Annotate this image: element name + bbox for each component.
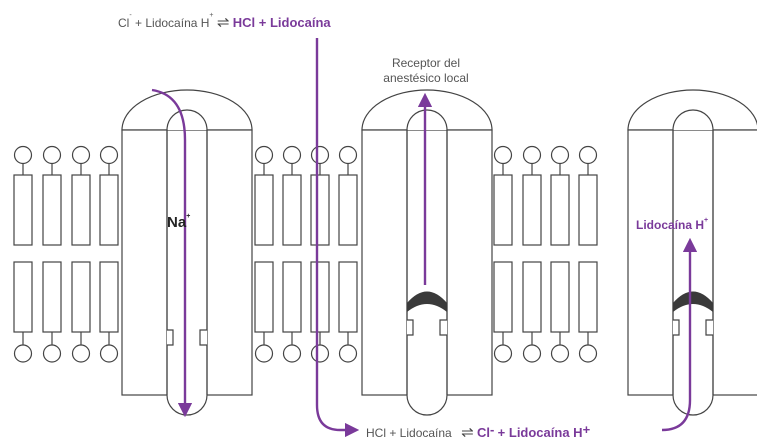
- lipid-head-bottom: [13, 344, 33, 363]
- lipid-head-top: [550, 145, 570, 165]
- lipid-tail-top: [13, 174, 33, 246]
- top-eq-product: HCl + Lidocaína: [232, 15, 331, 30]
- lipid-tail-bottom: [310, 261, 330, 333]
- lipid-head-bottom: [42, 344, 62, 363]
- lipid-tail-bottom: [522, 261, 542, 333]
- lipid-tail-bottom: [13, 261, 33, 333]
- lipid-head-top: [99, 145, 119, 165]
- lidocaine-h-arrow: [661, 237, 698, 432]
- lipid-head-bottom: [550, 344, 570, 363]
- lipid-tail-top: [42, 174, 62, 246]
- lipid-head-top: [13, 145, 33, 165]
- receptor-site-2: [673, 291, 713, 312]
- lipid-head-top: [310, 145, 330, 165]
- lipid-head-top: [282, 145, 302, 165]
- lidocaine-h-label: Lidocaína H+: [636, 217, 709, 232]
- lipid-tail-bottom: [99, 261, 119, 333]
- lipid-tail-top: [99, 174, 119, 246]
- lipid-tail-bottom: [282, 261, 302, 333]
- receptor-label: Receptor del anestésico local: [383, 56, 469, 85]
- lipid-tail-bottom: [254, 261, 274, 333]
- lipid-tail-top: [71, 174, 91, 246]
- lipid-tail-top: [493, 174, 513, 246]
- top-eq-arrow: ⇌: [216, 14, 230, 31]
- lipid-tail-top: [338, 174, 358, 246]
- bottom-equation: HCl + Lidocaína ⇌ Cl- + Lidocaína H+: [366, 422, 591, 441]
- top-equation: Cl- + Lidocaína H+ ⇌ HCl + Lidocaína: [118, 12, 331, 31]
- lipid-head-top: [522, 145, 542, 165]
- sodium-channel-2: [361, 89, 493, 416]
- lipid-tail-top: [578, 174, 598, 246]
- sodium-channel-3: [627, 89, 757, 416]
- lipid-head-bottom: [338, 344, 358, 363]
- lipid-head-top: [42, 145, 62, 165]
- lipid-tail-bottom: [550, 261, 570, 333]
- lipid-head-top: [493, 145, 513, 165]
- top-eq-cl: Cl: [118, 16, 130, 30]
- lipid-head-bottom: [282, 344, 302, 363]
- top-eq-lido-h: + Lidocaína H: [135, 16, 210, 30]
- sodium-channel-1: [121, 89, 253, 416]
- lidocaine-diffusion-arrow: [315, 38, 360, 437]
- lipid-head-top: [338, 145, 358, 165]
- receptor-site-1: [407, 291, 447, 312]
- lipid-bilayer: [13, 145, 598, 363]
- bottom-eq-cl: Cl: [476, 425, 490, 440]
- lipid-tail-bottom: [71, 261, 91, 333]
- lipid-tail-top: [522, 174, 542, 246]
- lipid-tail-top: [282, 174, 302, 246]
- lipid-tail-bottom: [42, 261, 62, 333]
- lipid-head-top: [71, 145, 91, 165]
- lipid-head-top: [254, 145, 274, 165]
- lipid-head-bottom: [493, 344, 513, 363]
- lipid-tail-bottom: [578, 261, 598, 333]
- lipid-head-bottom: [254, 344, 274, 363]
- lipid-head-bottom: [99, 344, 119, 363]
- lipid-head-bottom: [310, 344, 330, 363]
- lipid-tail-bottom: [493, 261, 513, 333]
- lipid-head-bottom: [522, 344, 542, 363]
- lipid-tail-top: [310, 174, 330, 246]
- bottom-eq-arrow: ⇌: [461, 424, 474, 441]
- lipid-head-bottom: [578, 344, 598, 363]
- lipid-tail-top: [254, 174, 274, 246]
- sodium-flow-arrow: [151, 88, 193, 418]
- bottom-eq-lido-h: + Lidocaína H: [497, 425, 583, 440]
- lipid-head-bottom: [71, 344, 91, 363]
- na-ion-label: Na+: [167, 213, 191, 231]
- lipid-tail-bottom: [338, 261, 358, 333]
- lipid-tail-top: [550, 174, 570, 246]
- lipid-head-top: [578, 145, 598, 165]
- bottom-eq-reactants: HCl + Lidocaína: [366, 426, 452, 440]
